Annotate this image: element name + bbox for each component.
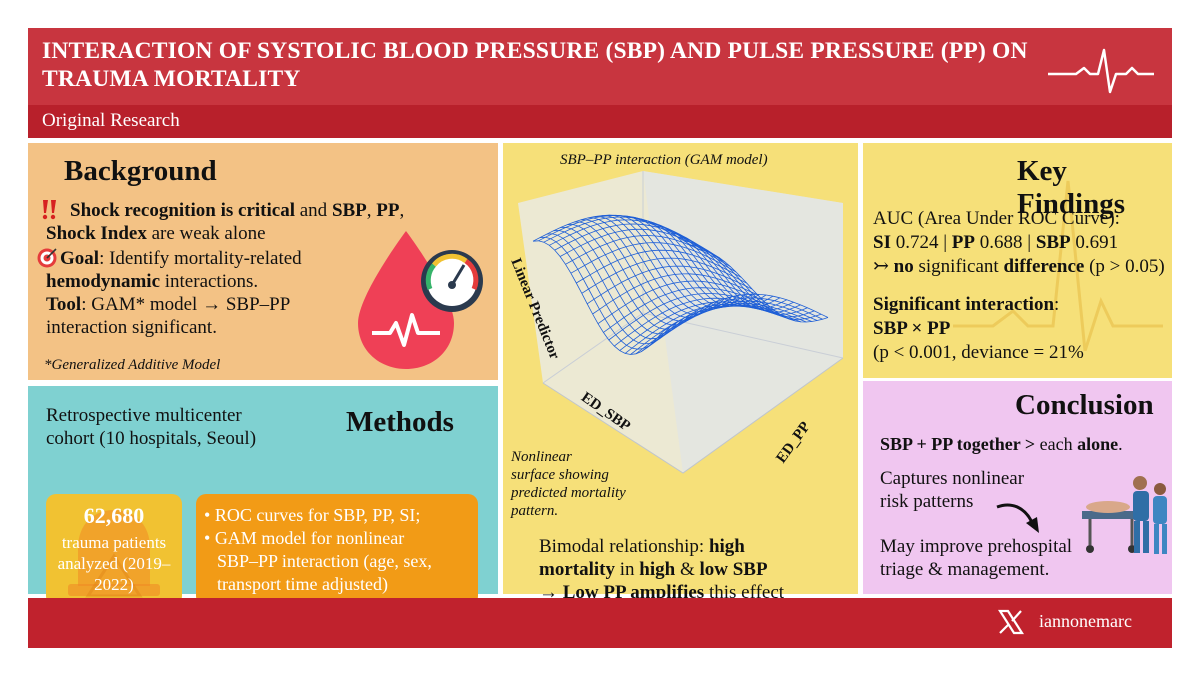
patient-count: 62,680 [83,503,145,528]
article-type: Original Research [42,110,180,131]
method-bullet-2b: SBP–PP interaction (age, sex, [217,551,432,571]
alarm-icon [68,510,160,598]
bg-tool: Tool: GAM* model → SBP–PP [46,294,291,315]
mesh-line [553,230,684,340]
interaction-term: SBP × PP [873,318,951,339]
mesh-line [649,222,781,308]
key-findings-panel: Key Findings AUC (Area Under ROC Curve):… [863,143,1172,378]
auc-values: SI 0.724 | PP 0.688 | SBP 0.691 [873,232,1119,253]
ecg-watermark-icon [953,180,1163,351]
mesh-line [581,219,712,322]
interaction-plot-panel: SBP–PP interaction (GAM model) Linear Pr… [503,143,858,603]
mesh-line [546,233,678,345]
bg-line-1: Shock recognition is critical and SBP, P… [70,200,405,221]
x-logo-icon[interactable] [998,609,1024,635]
heartbeat-icon [1048,48,1154,94]
count-label-3: 2022) [94,575,134,594]
conclusion-line-3: risk patterns [880,491,974,512]
mesh-line [594,216,726,315]
exclamation-icon [42,200,56,220]
mesh-line [560,226,691,335]
mesh-line [587,217,719,318]
target-icon [37,248,57,268]
key-findings-heading: Key Findings [1017,155,1125,220]
bimodal-line-1: Bimodal relationship: high [539,536,745,557]
mesh-line [636,218,767,307]
methods-list: • ROC curves for SBP, PP, SI; • GAM mode… [196,494,478,606]
method-bullet-2c: transport time adjusted) [217,574,388,594]
bg-tool-2: interaction significant. [46,317,217,338]
mesh-line [532,240,664,355]
mesh-line [574,221,705,326]
conclusion-line-4: May improve prehospital [880,536,1073,557]
page-title: INTERACTION OF SYSTOLIC BLOOD PRESSURE (… [42,38,1028,92]
mesh-line [539,236,671,350]
subtitle-bar: Original Research [28,105,1172,138]
methods-panel: Retrospective multicenter cohort (10 hos… [28,386,498,606]
surface-mesh [532,214,829,355]
interaction-stats: (p < 0.001, deviance = 21% [873,342,1084,363]
method-bullet-2: • GAM model for nonlinear [204,528,405,548]
conclusion-panel: Conclusion SBP + PP together > each alon… [863,381,1172,594]
bimodal-line-2: mortality in high & low SBP [539,559,768,580]
background-heading: Background [64,155,217,187]
mesh-line [601,215,733,313]
mesh-line [567,224,698,330]
cohort-line-2: cohort (10 hospitals, Seoul) [46,428,257,449]
surface-note-4: pattern. [511,503,559,519]
surface-note-1: Nonlinear [511,449,572,465]
plot-title: SBP–PP interaction (GAM model) [560,152,768,168]
bg-goal-2: hemodynamic interactions. [46,271,259,292]
count-label-2: analyzed (2019– [57,554,171,573]
curved-arrow-icon [996,503,1039,533]
header-bar: INTERACTION OF SYSTOLIC BLOOD PRESSURE (… [28,28,1172,105]
count-label-1: trauma patients [61,533,167,552]
footer-bar: iannonemarc [28,598,1172,648]
patient-count-badge: 62,680 trauma patients analyzed (2019– 2… [46,494,182,606]
significant-interaction: Significant interaction: [873,294,1060,315]
infographic: INTERACTION OF SYSTOLIC BLOOD PRESSURE (… [28,28,1172,648]
bg-goal: Goal: Identify mortality-related [60,248,302,269]
cohort-line-1: Retrospective multicenter [46,405,242,426]
mesh-line [608,214,739,310]
surface-note-3: predicted mortality [511,485,626,501]
surface-plot [518,171,844,474]
conclusion-line-2: Captures nonlinear [880,468,1025,489]
author-handle[interactable]: iannonemarc [1039,611,1132,631]
bg-line-2: Shock Index are weak alone [46,223,266,244]
conclusion-line-5: triage & management. [880,559,1050,580]
conclusion-heading: Conclusion [1015,389,1154,421]
bg-footnote: *Generalized Additive Model [44,357,221,373]
background-panel: Background Shock recognition is critical… [28,143,498,380]
conclusion-line-1: SBP + PP together > each alone. [880,434,1123,454]
surface-note-2: surface showing [511,467,609,483]
mesh-line [697,249,829,323]
method-bullet-1: • ROC curves for SBP, PP, SI; [204,505,421,525]
stretcher-team-icon [1082,476,1167,554]
no-difference: ↣ no significant difference (p > 0.05) [873,256,1165,277]
bimodal-line-3: → Low PP amplifies this effect [539,582,785,603]
methods-heading: Methods [346,406,454,438]
auc-label: AUC (Area Under ROC Curve): [873,208,1120,229]
blood-drop-icon [358,231,483,369]
